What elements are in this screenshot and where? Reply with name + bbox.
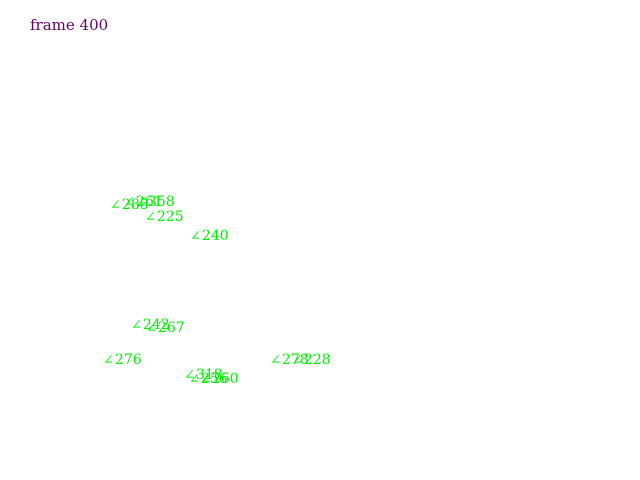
track-marker: ∠228 — [292, 352, 331, 369]
track-marker: ∠240 — [190, 228, 229, 245]
track-marker: ∠267 — [146, 320, 185, 337]
track-marker-label: 267 — [157, 320, 185, 336]
frame-counter: frame 400 — [30, 16, 109, 34]
marker-hook-icon: ∠ — [292, 353, 303, 368]
track-marker: ∠256 — [189, 371, 228, 388]
track-marker-label: 318 — [195, 367, 223, 383]
track-marker-label: 242 — [142, 317, 170, 333]
track-marker-label: 261 — [135, 194, 163, 210]
track-marker-label: 240 — [201, 228, 229, 244]
marker-hook-icon: ∠ — [103, 353, 114, 368]
track-marker-label: 285 — [121, 197, 149, 213]
marker-hook-icon: ∠ — [131, 318, 142, 333]
marker-hook-icon: ∠ — [184, 368, 195, 383]
track-marker: ∠358 — [136, 194, 175, 211]
track-marker-label: 228 — [303, 352, 331, 368]
marker-hook-icon: ∠ — [110, 198, 121, 213]
track-marker: ∠276 — [103, 352, 142, 369]
marker-hook-icon: ∠ — [190, 229, 201, 244]
track-marker-label: 260 — [211, 371, 239, 387]
track-marker: ∠225 — [145, 209, 184, 226]
track-marker: ∠260 — [200, 371, 239, 388]
track-marker: ∠318 — [184, 367, 223, 384]
track-marker-label: 276 — [114, 352, 142, 368]
marker-hook-icon: ∠ — [189, 372, 200, 387]
marker-hook-icon: ∠ — [145, 210, 156, 225]
track-marker: ∠242 — [131, 317, 170, 334]
marker-hook-icon: ∠ — [124, 195, 135, 210]
marker-hook-icon: ∠ — [200, 372, 211, 387]
track-marker-label: 225 — [156, 209, 184, 225]
track-marker: ∠278 — [270, 352, 309, 369]
track-marker: ∠261 — [124, 194, 163, 211]
track-marker-label: 256 — [200, 371, 228, 387]
marker-hook-icon: ∠ — [146, 321, 157, 336]
marker-hook-icon: ∠ — [270, 353, 281, 368]
track-marker: ∠285 — [110, 197, 149, 214]
track-marker-label: 358 — [147, 194, 175, 210]
track-marker-label: 278 — [281, 352, 309, 368]
marker-hook-icon: ∠ — [136, 195, 147, 210]
